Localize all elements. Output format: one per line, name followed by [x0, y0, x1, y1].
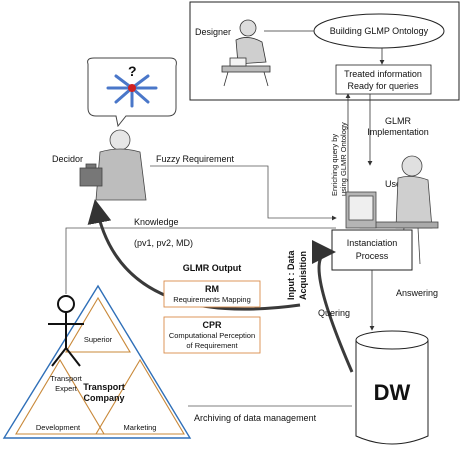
- treated-line2: Ready for queries: [347, 81, 419, 91]
- treated-box: [335, 64, 432, 95]
- designer-label: Designer: [195, 27, 231, 37]
- rm-title: RM: [205, 284, 219, 294]
- input-line2: Acquisition: [298, 251, 308, 300]
- cpr-line1: Computational Perception: [169, 331, 255, 340]
- archiving-label: Archiving of data management: [194, 413, 317, 423]
- input-line1: Input : Data: [286, 250, 296, 300]
- instanciation-box: [331, 229, 413, 271]
- svg-text:?: ?: [128, 63, 137, 79]
- superior-label: Superior: [84, 335, 113, 344]
- user-figure: [345, 155, 439, 265]
- company-triangles: [2, 284, 192, 439]
- enriching-line2: using GLMR Ontology: [339, 122, 348, 196]
- knowledge-line2: (pv1, pv2, MD): [134, 238, 193, 248]
- knowledge-line: [65, 227, 336, 294]
- glmr-impl-line1: GLMR: [385, 116, 412, 126]
- instanciation-line1: Instanciation: [347, 238, 398, 248]
- user-label: User: [385, 179, 404, 189]
- company-label-1: Transport: [83, 382, 125, 392]
- company-label-2: Company: [83, 393, 124, 403]
- cpr-box: [163, 316, 261, 354]
- dw-label: DW: [374, 380, 411, 405]
- instanciation-line2: Process: [356, 251, 389, 261]
- cpr-title: CPR: [202, 320, 222, 330]
- ontology-label: Building GLMP Ontology: [330, 26, 429, 36]
- expert-stick-figure: [48, 295, 84, 367]
- decidor-figure: [79, 129, 147, 201]
- expert-label-1: Transport: [50, 374, 83, 383]
- answering-label: Answering: [396, 288, 438, 298]
- rm-subtitle: Requirements Mapping: [173, 295, 251, 304]
- dw-cylinder: [355, 330, 429, 445]
- decision-bubble: ?: [87, 57, 177, 128]
- fuzzy-label: Fuzzy Requirement: [156, 154, 235, 164]
- output-curve-arrow: [87, 199, 301, 311]
- quering-label: Quering: [318, 308, 350, 318]
- development-label: Development: [36, 423, 81, 432]
- treated-line1: Treated information: [344, 69, 422, 79]
- rm-box: [163, 280, 261, 308]
- output-title: GLMR Output: [183, 263, 241, 273]
- designer-frame: [189, 1, 460, 101]
- cpr-line2: of Requirement: [186, 341, 238, 350]
- glmr-impl-line2: Implementation: [367, 127, 429, 137]
- fuzzy-line: [150, 165, 337, 221]
- decidor-label: Decidor: [52, 154, 83, 164]
- input-curve-arrow: [311, 240, 354, 373]
- marketing-label: Marketing: [124, 423, 157, 432]
- designer-figure: [221, 19, 271, 87]
- knowledge-line1: Knowledge: [134, 217, 179, 227]
- expert-label-2: Expert: [55, 384, 78, 393]
- enriching-line1: Enriching query by: [330, 134, 339, 196]
